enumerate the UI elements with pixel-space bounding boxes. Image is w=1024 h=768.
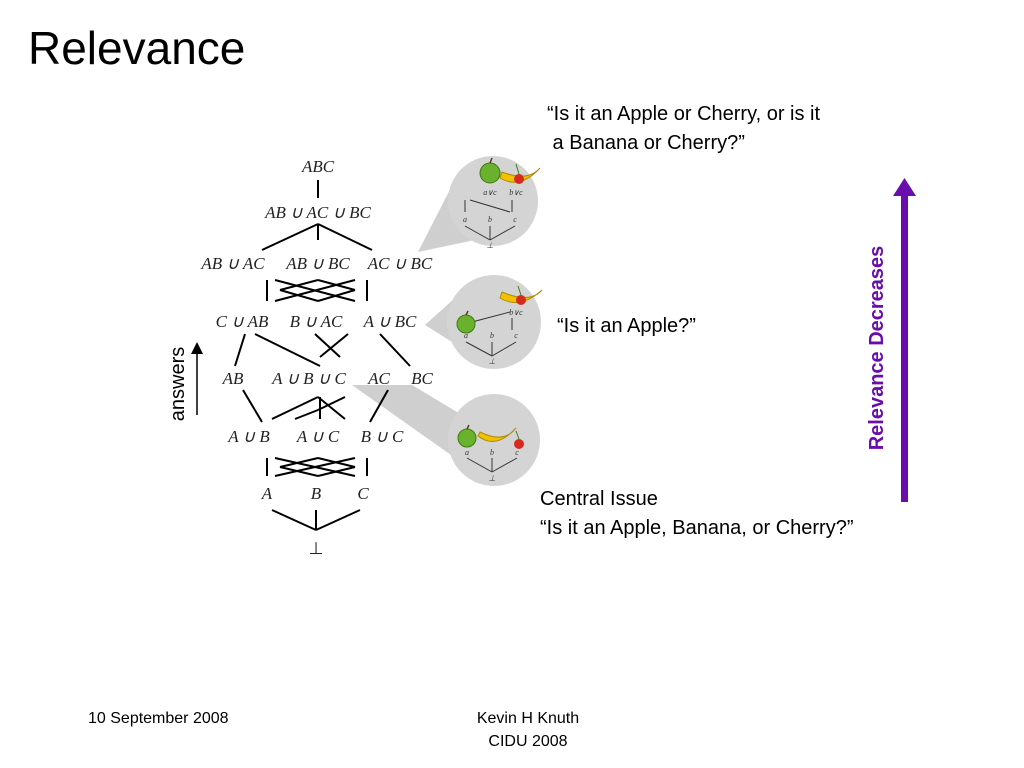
lattice-node-top: ABC bbox=[301, 157, 335, 176]
lattice-node-level2: AB ∪ BC bbox=[285, 254, 350, 273]
lattice-node-level4: AB bbox=[222, 369, 244, 388]
callout-top-label: c bbox=[513, 215, 517, 224]
apple-icon bbox=[456, 310, 476, 334]
callout-bottom-label: c bbox=[515, 448, 519, 457]
lattice-node-level4: A ∪ B ∪ C bbox=[271, 369, 346, 388]
callout-middle-label: b∨c bbox=[509, 308, 523, 317]
lattice-node-level2: AC ∪ BC bbox=[367, 254, 433, 273]
callout-bottom-label: b bbox=[490, 448, 494, 457]
lattice-node-level2: AB ∪ AC bbox=[200, 254, 265, 273]
callout-middle-label: b bbox=[490, 331, 494, 340]
lattice-node-level6: C bbox=[357, 484, 369, 503]
callout-bubble-top bbox=[418, 156, 538, 252]
relevance-arrow-icon bbox=[893, 178, 916, 502]
callout-top-label: b bbox=[488, 215, 492, 224]
banana-icon bbox=[499, 167, 541, 183]
footer-author: Kevin H Knuth CIDU 2008 bbox=[476, 710, 580, 750]
callout-middle-label: ⊥ bbox=[489, 357, 496, 366]
apple-icon bbox=[457, 424, 477, 448]
callout-bottom-label: ⊥ bbox=[489, 474, 496, 483]
cherry-icon bbox=[514, 163, 524, 184]
answers-label: answers bbox=[167, 347, 189, 421]
lattice-node-bottom: ⊥ bbox=[309, 539, 324, 558]
callout-bubble-middle bbox=[425, 275, 541, 369]
cherry-icon bbox=[514, 430, 524, 449]
banana-icon bbox=[477, 427, 517, 442]
lattice-node-level3: B ∪ AC bbox=[290, 312, 343, 331]
slide-title: Relevance bbox=[28, 22, 246, 74]
callout-top-lattice bbox=[464, 199, 516, 241]
callout-bottom-label: a bbox=[465, 448, 469, 457]
apple-icon bbox=[479, 157, 501, 184]
callout-middle-label: a bbox=[464, 331, 468, 340]
callout-top-label: a∨c bbox=[483, 188, 497, 197]
lattice-node-level3: A ∪ BC bbox=[363, 312, 417, 331]
question-top: “Is it an Apple or Cherry, or is it a Ba… bbox=[547, 103, 821, 154]
question-middle: “Is it an Apple?” bbox=[557, 315, 696, 337]
footer-date: 10 September 2008 bbox=[88, 710, 229, 727]
lattice-node-level4: BC bbox=[411, 369, 433, 388]
relevance-label: Relevance Decreases bbox=[866, 246, 888, 451]
callout-bottom-lattice bbox=[466, 457, 518, 473]
lattice-node-level3: C ∪ AB bbox=[216, 312, 269, 331]
lattice-node-level6: A bbox=[261, 484, 273, 503]
callout-middle-label: c bbox=[514, 331, 518, 340]
lattice-node-level5: A ∪ C bbox=[296, 427, 340, 446]
callout-middle-lattice bbox=[465, 311, 517, 357]
callout-top-label: ⊥ bbox=[487, 241, 494, 250]
lattice-edges bbox=[234, 180, 411, 531]
lattice-node-level6: B bbox=[311, 484, 322, 503]
lattice-node-level4: AC bbox=[367, 369, 390, 388]
callout-top-label: a bbox=[463, 215, 467, 224]
lattice-node-level1: AB ∪ AC ∪ BC bbox=[264, 203, 371, 222]
question-bottom: Central Issue “Is it an Apple, Banana, o… bbox=[540, 488, 854, 539]
banana-icon bbox=[499, 289, 543, 303]
cherry-icon bbox=[516, 285, 526, 305]
lattice-node-level5: A ∪ B bbox=[227, 427, 270, 446]
lattice-node-level5: B ∪ C bbox=[361, 427, 404, 446]
callout-top-label: b∨c bbox=[509, 188, 523, 197]
